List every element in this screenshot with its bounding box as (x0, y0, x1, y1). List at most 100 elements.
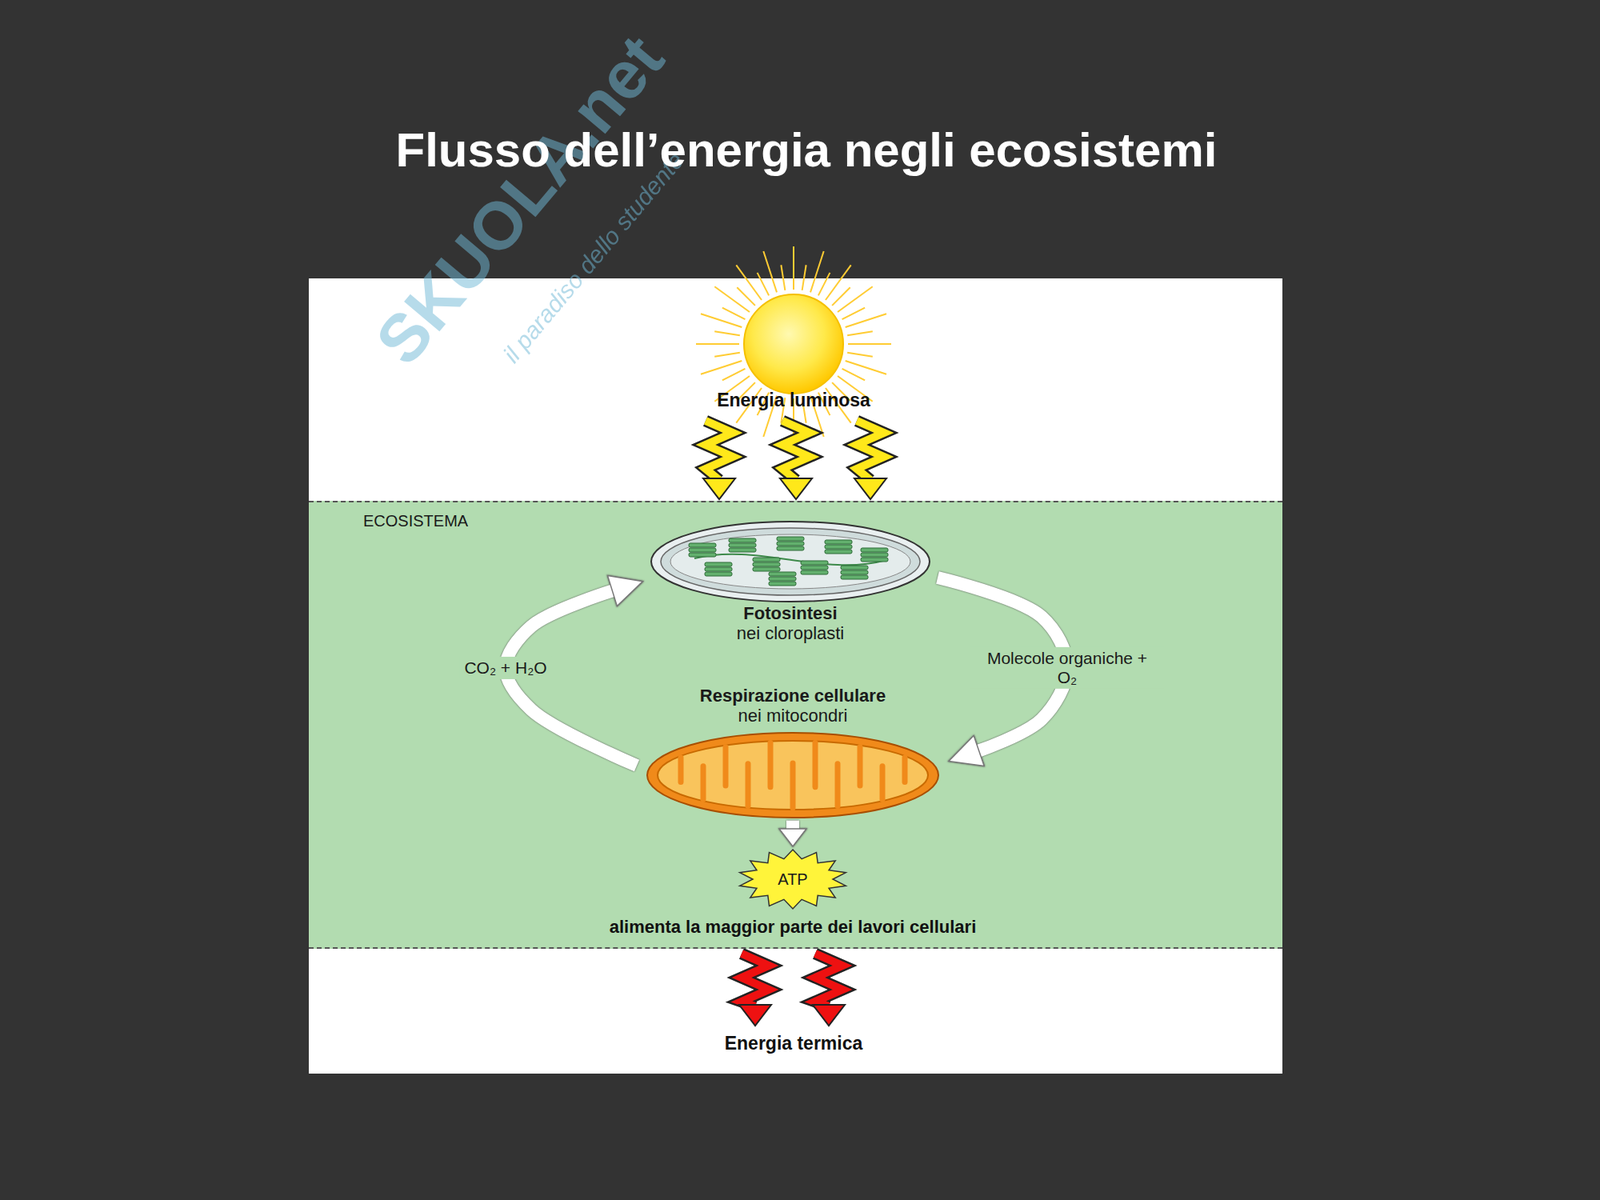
sun-ray (696, 343, 740, 345)
sun-rays (696, 246, 892, 442)
chloroplast-node: Fotosintesinei cloroplasti (648, 520, 933, 644)
zigzag-body (856, 420, 884, 480)
sun-ray (736, 264, 762, 300)
slide-title: Flusso dell’energia negli ecosistemi (395, 121, 1217, 180)
zigzag-head (812, 1004, 845, 1026)
sun-ray (722, 308, 746, 320)
cristae (680, 742, 905, 808)
sun-ray (736, 287, 756, 306)
crista (812, 742, 819, 787)
zigzag-body (815, 953, 843, 1007)
crista (880, 765, 886, 799)
sun-ray (845, 360, 887, 375)
chloroplast-membrane (651, 521, 930, 602)
thylakoid (860, 552, 888, 557)
sun-ray (825, 264, 852, 300)
thylakoid (752, 562, 780, 567)
node-heading: Respirazione cellulare (644, 685, 941, 706)
light-energy-arrows (703, 420, 887, 500)
thylakoid-stacks (688, 536, 888, 586)
sun-ray (714, 331, 740, 336)
crista (745, 763, 752, 806)
ecosystem-ground (308, 500, 1283, 949)
energy-input-label: Energia luminosa (716, 389, 871, 412)
sun-ray (848, 343, 892, 345)
zigzag-outline (856, 420, 884, 480)
thylakoid (704, 562, 732, 567)
thylakoid (800, 570, 828, 575)
energy-output-label: Energia termica (724, 1032, 864, 1055)
zigzag-arrow (780, 420, 812, 500)
mitochondrion-outer-membrane (647, 732, 939, 818)
ecosystem-band: ECOSISTEMA Fotosintesinei cloroplastiResp… (308, 500, 1283, 949)
node-heading: ATP (777, 870, 808, 889)
zigzag-arrow (739, 953, 772, 1026)
thylakoid (840, 565, 868, 570)
crista (835, 763, 841, 806)
zigzag-body (705, 420, 733, 480)
sun-ray (818, 272, 831, 296)
sun-ray (837, 286, 873, 312)
sun-ray (842, 368, 866, 381)
zigzag-body (741, 953, 769, 1007)
thylakoid (728, 543, 756, 548)
white-panel (308, 278, 1283, 1074)
sun-ray (847, 352, 873, 357)
sun-ray (722, 368, 746, 381)
zigzag-head (703, 478, 736, 500)
thylakoid (704, 567, 732, 572)
zigzag-head (854, 478, 887, 500)
region-label: ECOSISTEMA (363, 512, 468, 531)
sun-ray (757, 272, 770, 296)
thylakoid (752, 557, 780, 562)
crista (723, 746, 729, 785)
sun-ray (810, 251, 824, 292)
atp-caption: alimenta la maggior parte dei lavori cel… (609, 916, 977, 938)
crista (790, 763, 796, 808)
sun-ray (714, 286, 750, 312)
sun (744, 294, 844, 394)
thylakoid (704, 572, 732, 576)
chloroplast-stroma (670, 534, 911, 589)
zigzag-head (739, 1004, 772, 1026)
edge-label: Molecole organiche + O₂ (970, 647, 1164, 689)
sun-ray (792, 246, 795, 290)
mitochondrion-shape (644, 731, 941, 820)
zigzag-outline (815, 953, 843, 1007)
thylakoid (800, 560, 828, 565)
thylakoid (776, 546, 804, 551)
zigzag-body (782, 420, 810, 480)
zigzag-arrow (854, 420, 887, 500)
crista (857, 746, 864, 785)
thylakoid (776, 541, 804, 546)
thylakoid (688, 548, 716, 552)
thylakoid (800, 565, 828, 570)
chloroplast-shape (648, 520, 933, 604)
node-subtitle: nei mitocondri (644, 705, 941, 726)
crista (902, 757, 908, 783)
zigzag-arrow (812, 953, 845, 1026)
thylakoid (860, 548, 888, 552)
sun-ray (714, 352, 740, 357)
crista (768, 742, 774, 787)
sun-ray (845, 313, 887, 328)
atp-node: ATP (736, 848, 849, 911)
thylakoid (752, 567, 780, 572)
title-bar: Flusso dell’energia negli ecosistemi (6, 121, 1600, 180)
thylakoid (824, 544, 852, 549)
sun-ray (847, 331, 873, 336)
thylakoid (688, 543, 716, 548)
zigzag-outline (782, 420, 810, 480)
thylakoid (768, 576, 796, 581)
thylakoid (768, 572, 796, 576)
thylakoid (840, 570, 868, 575)
zigzag-outline (705, 420, 733, 480)
zigzag-arrow (703, 420, 736, 500)
chloroplast-inner-membrane (660, 528, 920, 596)
mitochondrion-node: Respirazione cellularenei mitocondri (644, 685, 941, 820)
sun-ray (780, 264, 785, 291)
thylakoid (688, 552, 716, 557)
